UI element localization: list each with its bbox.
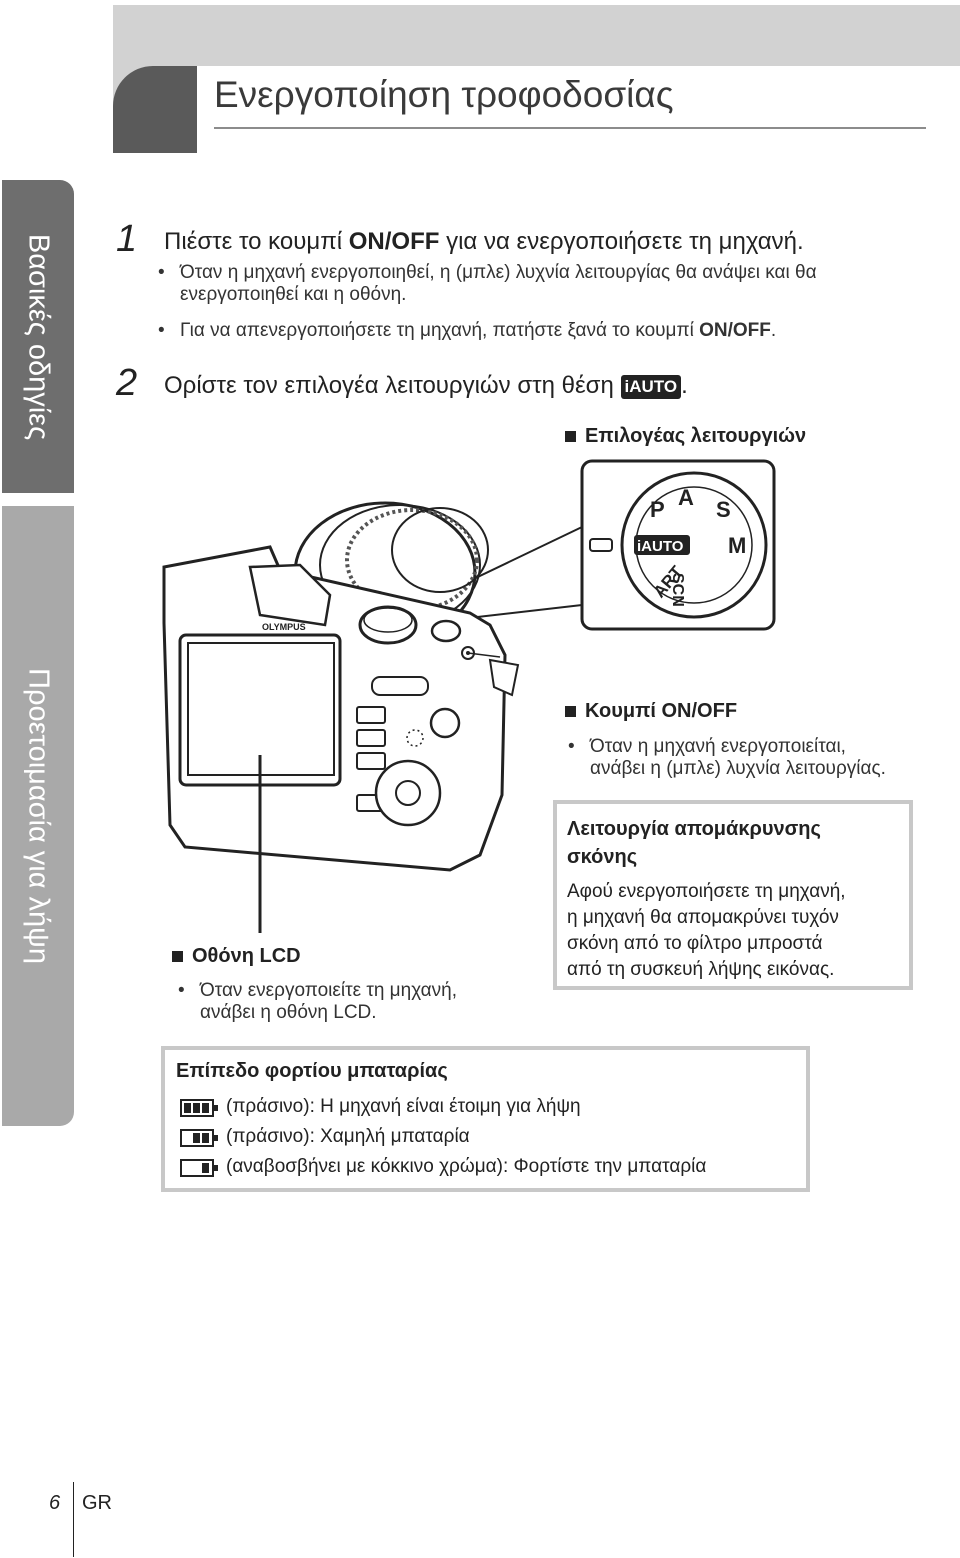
page-language: GR (82, 1492, 112, 1514)
camera-brand-text: OLYMPUS (262, 622, 306, 632)
step1-bullet2-pre: Για να απενεργοποιήσετε τη μηχανή, πατήσ… (180, 320, 700, 341)
step2-number: 2 (116, 362, 138, 404)
camera-illustration: P A S M iAUTO ART SCN OLYMPUS (162, 459, 776, 933)
title-underline (214, 127, 926, 129)
onoff-line2: ανάβει η (μπλε) λυχνία λειτουργίας. (590, 758, 886, 779)
dust-line1: Αφού ενεργοποιήσετε τη μηχανή, (567, 881, 846, 902)
battery-low-icon (180, 1129, 218, 1147)
lcd-heading: Οθόνη LCD (172, 945, 301, 968)
page-title: Ενεργοποίηση τροφοδοσίας (214, 74, 674, 115)
header-accent (113, 66, 197, 153)
dust-title-line2: σκόνης (567, 846, 638, 868)
step1-pre: Πιέστε το κουμπί (164, 228, 349, 255)
tab-preparation[interactable]: Προετοιμασία για λήψη (2, 506, 74, 1126)
battery-row-3: (αναβοσβήνει με κόκκινο χρώμα): Φορτίστε… (226, 1156, 707, 1177)
dial-label-scn: SCN (669, 573, 686, 607)
header-title-area (197, 66, 960, 153)
mode-dial-heading-text: Επιλογέας λειτουργιών (585, 425, 807, 447)
onoff-line1: Όταν η μηχανή ενεργοποιείται, (590, 736, 846, 757)
lcd-heading-text: Οθόνη LCD (192, 945, 301, 967)
onoff-bullet: •Όταν η μηχανή ενεργοποιείται,ανάβει η (… (568, 736, 886, 779)
lcd-line1: Όταν ενεργοποιείτε τη μηχανή, (200, 980, 457, 1001)
dust-line3: σκόνη από το φίλτρο μπροστά (567, 933, 823, 954)
step1-bullet2-bold: ON/OFF (699, 320, 771, 341)
step1-bullet1-line2: ενεργοποιηθεί και η οθόνη. (180, 284, 407, 305)
battery-empty-icon (180, 1159, 218, 1177)
camera-body: OLYMPUS (162, 545, 520, 872)
step1-text: Πιέστε το κουμπί ON/OFF για να ενεργοποι… (164, 228, 804, 256)
dust-line2: η μηχανή θα απομακρύνει τυχόν (567, 907, 839, 928)
page-number: 6 (49, 1492, 61, 1514)
step1-number: 1 (116, 218, 138, 260)
battery-row-2: (πράσινο): Χαμηλή μπαταρία (226, 1126, 470, 1147)
step1-bullet2: •Για να απενεργοποιήσετε τη μηχανή, πατή… (158, 320, 777, 341)
dial-label-a: A (678, 485, 694, 510)
battery-full-icon (180, 1099, 218, 1117)
dial-label-iauto: iAUTO (637, 538, 684, 555)
step1-bullet1-line1: Όταν η μηχανή ενεργοποιηθεί, η (μπλε) λυ… (180, 262, 817, 283)
dial-label-p: P (650, 497, 665, 522)
step1-bold: ON/OFF (348, 228, 440, 255)
battery-title: Επίπεδο φορτίου μπαταρίας (176, 1060, 448, 1082)
dust-title: Λειτουργία απομάκρυνσης σκόνης (567, 815, 821, 871)
dial-label-s: S (716, 497, 731, 522)
step1-bullet1: •Όταν η μηχανή ενεργοποιηθεί, η (μπλε) λ… (158, 262, 817, 305)
dust-line4: από τη συσκευή λήψης εικόνας. (567, 959, 835, 980)
mode-dial-heading: Επιλογέας λειτουργιών (565, 425, 806, 448)
tab-basic-guide[interactable]: Βασικές οδηγίες (2, 180, 74, 493)
battery-box (161, 1046, 810, 1192)
square-bullet-icon (565, 431, 576, 443)
tab-basic-label: Βασικές οδηγίες (22, 233, 55, 440)
onoff-heading-text: Κουμπί ON/OFF (585, 700, 738, 722)
dial-label-m: M (728, 533, 746, 558)
square-bullet-icon (565, 706, 576, 718)
square-bullet-icon (172, 951, 183, 963)
step1-bullet2-post: . (770, 320, 777, 341)
dust-reduction-box (553, 800, 913, 990)
dust-title-line1: Λειτουργία απομάκρυνσης (567, 818, 821, 840)
dust-text: Αφού ενεργοποιήσετε τη μηχανή, η μηχανή θ… (567, 879, 846, 983)
mode-dial-inset: P A S M iAUTO ART SCN (580, 459, 776, 631)
step2-label: Ορίστε τον επιλογέα λειτουργιών στη θέση (164, 372, 621, 399)
lcd-bullet: •Όταν ενεργοποιείτε τη μηχανή,ανάβει η ο… (178, 980, 457, 1023)
battery-row-1: (πράσινο): Η μηχανή είναι έτοιμη για λήψ… (226, 1096, 581, 1117)
iauto-icon: iAUTO (620, 374, 682, 399)
tab-preparation-label: Προετοιμασία για λήψη (22, 668, 55, 964)
lcd-line2: ανάβει η οθόνη LCD. (200, 1002, 377, 1023)
onoff-heading: Κουμπί ON/OFF (565, 700, 737, 723)
step1-post: για να ενεργοποιήσετε τη μηχανή. (439, 228, 804, 255)
step2-post: . (681, 372, 688, 399)
footer-divider (73, 1482, 74, 1557)
step2-text: Ορίστε τον επιλογέα λειτουργιών στη θέση… (164, 372, 688, 400)
